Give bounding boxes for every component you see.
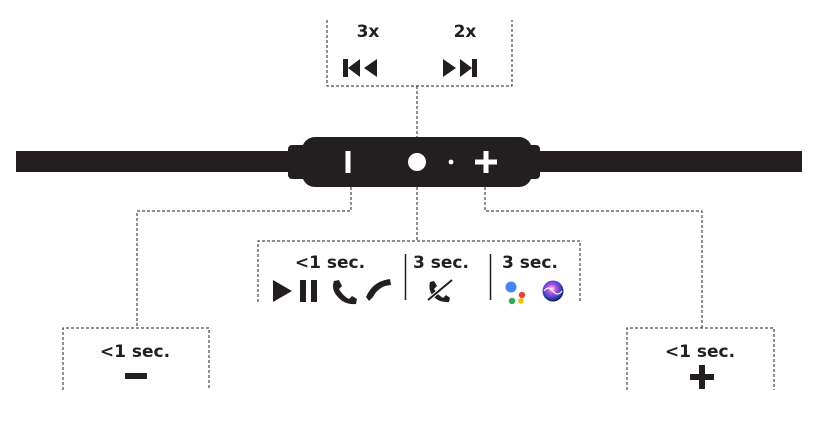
volume-down-label: <1 sec.: [100, 342, 170, 362]
skip-tracks-box: 3x 2x: [326, 20, 513, 137]
cable-right: [528, 151, 802, 172]
google-assistant-icon: [505, 281, 526, 305]
volume-up-box: <1 sec.: [484, 187, 775, 390]
plus-icon[interactable]: [475, 151, 497, 173]
pause-icon: [300, 280, 317, 302]
multi-function-actions-box: <1 sec. 3 sec. 3 sec.: [257, 187, 581, 305]
minus-bar-icon[interactable]: [345, 151, 351, 173]
end-call-icon: [366, 279, 391, 301]
skip-previous-icon: [343, 59, 377, 77]
volume-down-icon: [125, 373, 147, 379]
play-icon: [273, 280, 292, 302]
separator-dot: [448, 159, 454, 165]
multi-function-button-icon[interactable]: [408, 153, 426, 171]
long-press-call-label: 3 sec.: [413, 253, 469, 273]
skip-next-label: 2x: [454, 22, 477, 42]
answer-call-icon: [333, 280, 357, 305]
volume-up-label: <1 sec.: [665, 342, 735, 362]
siri-icon: [542, 280, 564, 302]
short-press-label: <1 sec.: [295, 253, 365, 273]
long-press-assistant-label: 3 sec.: [502, 253, 558, 273]
skip-next-icon: [443, 59, 477, 77]
volume-up-icon: [690, 365, 714, 389]
decline-call-icon: [426, 278, 454, 303]
volume-down-box: <1 sec.: [62, 187, 352, 390]
cable-left: [16, 151, 306, 172]
skip-previous-label: 3x: [357, 22, 380, 42]
